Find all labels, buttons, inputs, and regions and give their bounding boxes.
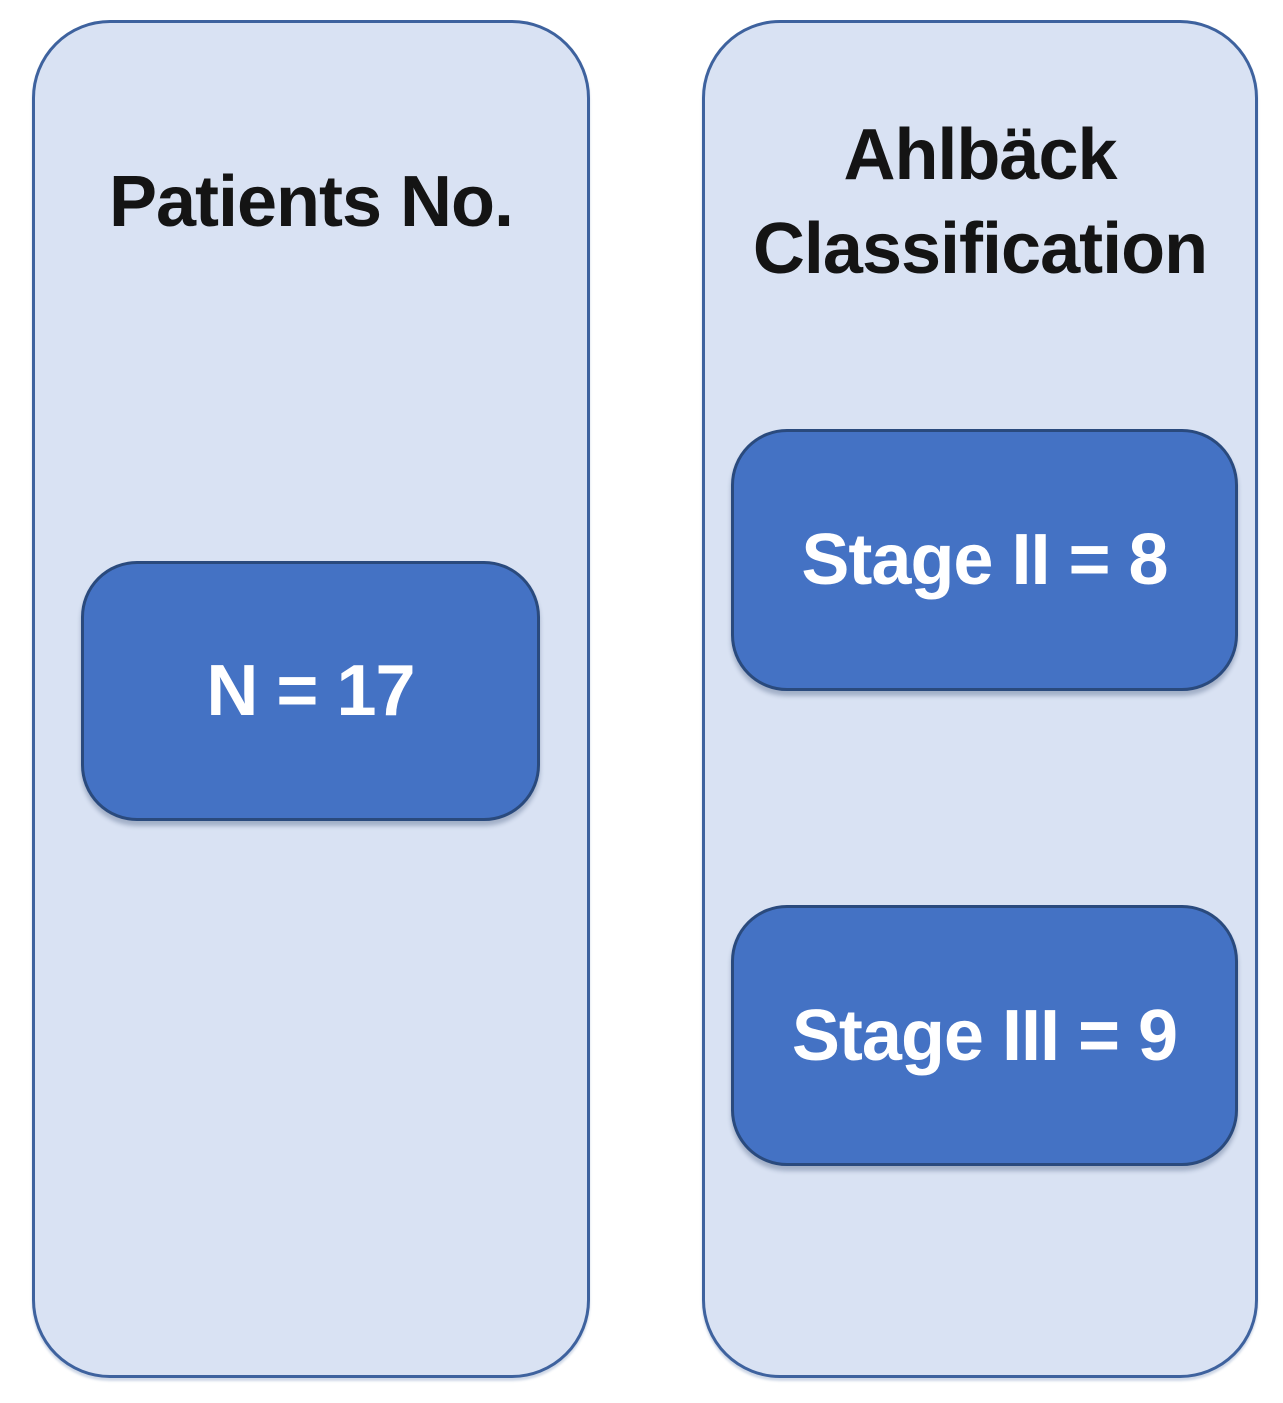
ahlback-panel-title: Ahlbäck Classification — [752, 115, 1208, 289]
stage-iii-box: Stage III = 9 — [731, 905, 1238, 1166]
stage-ii-label: Stage II = 8 — [801, 520, 1168, 600]
ahlback-classification-panel: Ahlbäck Classification Stage II = 8 Stag… — [702, 20, 1258, 1378]
stage-iii-label: Stage III = 9 — [791, 995, 1178, 1076]
patients-panel-title: Patients No. — [108, 162, 514, 243]
stage-ii-box: Stage II = 8 — [731, 429, 1238, 691]
patients-count-box: N = 17 — [81, 561, 540, 821]
patients-count-label: N = 17 — [206, 651, 415, 731]
patients-panel: Patients No. N = 17 — [32, 20, 590, 1378]
